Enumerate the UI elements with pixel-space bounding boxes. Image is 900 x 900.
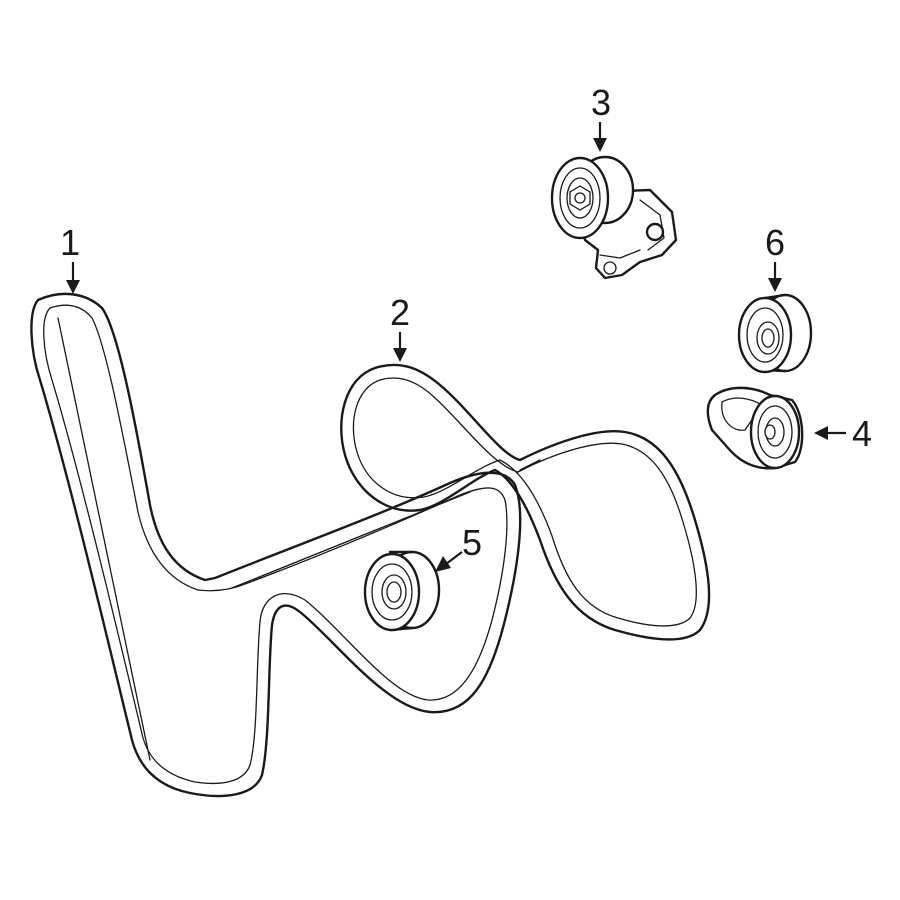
callout-1-label: 1 (60, 222, 80, 263)
part-6-idler-pulley (737, 293, 813, 374)
part-1-serpentine-belt (30, 292, 522, 798)
part-4-tensioner-pulley (706, 386, 804, 470)
callout-4-label: 4 (852, 413, 872, 454)
callout-4-arrowhead (814, 426, 828, 440)
callout-6: 6 (765, 222, 785, 292)
part-3-belt-tensioner (550, 155, 678, 280)
part-5-small-idler-pulley (363, 550, 441, 632)
callout-5: 5 (435, 522, 482, 572)
callout-5-label: 5 (462, 522, 482, 563)
callout-4: 4 (814, 413, 872, 454)
callout-5-leader (445, 551, 463, 565)
callout-6-arrowhead (768, 278, 782, 292)
callout-5-arrowhead (435, 556, 451, 572)
part-2-accessory-belt (340, 363, 711, 641)
callout-2: 2 (390, 292, 410, 362)
callout-2-label: 2 (390, 292, 410, 333)
callout-3-label: 3 (591, 82, 611, 123)
callout-1: 1 (60, 222, 80, 294)
callout-3: 3 (591, 82, 611, 152)
callout-3-arrowhead (593, 138, 607, 152)
callout-6-label: 6 (765, 222, 785, 263)
callout-1-arrowhead (66, 280, 80, 294)
callout-2-arrowhead (393, 348, 407, 362)
